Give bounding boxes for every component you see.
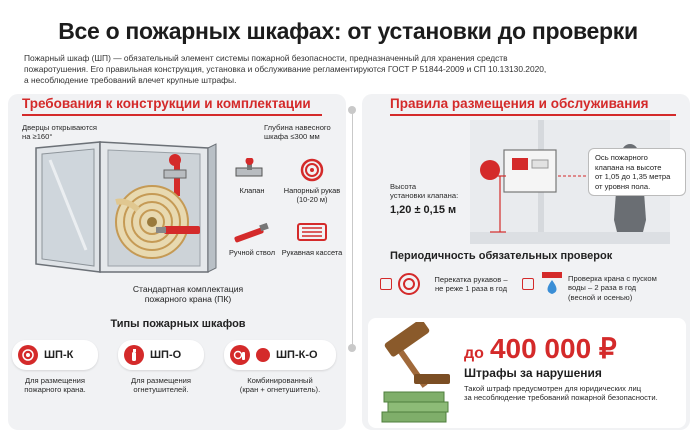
components-grid: Клапан Напорный рукав (10-20 м) Ручной с…	[224, 157, 344, 278]
height-value: 1,20 ± 0,15 м	[390, 203, 457, 216]
kit-caption: Стандартная комплектация пожарного крана…	[132, 284, 244, 305]
page-title: Все о пожарных шкафах: от установки до п…	[58, 18, 638, 44]
hose-reel-icon	[297, 223, 327, 241]
extinguisher-icon	[124, 345, 144, 365]
component-hose-reel: Рукавная кассета	[280, 220, 344, 258]
component-hose: Напорный рукав (10-20 м)	[280, 158, 344, 204]
intro-line: Пожарный шкаф (ШП) — обязательный элемен…	[24, 53, 508, 63]
section-underline	[22, 114, 322, 116]
water-drop-icon	[542, 272, 562, 294]
fine-note: Такой штраф предусмотрен для юридических…	[464, 384, 658, 403]
nozzle-icon	[234, 222, 269, 243]
placement-section-title: Правила размещения и обслуживания	[390, 96, 649, 111]
type-desc-shp-k: Для размещения пожарного крана.	[24, 376, 86, 395]
valve-icon	[235, 157, 263, 177]
check-icon	[380, 278, 392, 290]
combined-icon	[230, 345, 250, 365]
fine-value: 400 000 ₽	[489, 333, 617, 364]
type-code: ШП-К	[44, 349, 74, 361]
fine-label: Штрафы за нарушения	[464, 366, 602, 380]
type-card-shp-o[interactable]: ШП-О	[118, 340, 204, 370]
type-desc-shp-k-o: Комбинированный (кран + огнетушитель).	[239, 376, 321, 395]
section-underline	[390, 114, 676, 116]
hose-roll-icon	[398, 273, 420, 295]
check-text-rolling: Перекатка рукавов – не реже 1 раза в год	[434, 275, 508, 294]
type-card-shp-k[interactable]: ШП-К	[12, 340, 98, 370]
types-title: Типы пожарных шкафов	[110, 318, 246, 330]
intro-line: а несоблюдение требований влечет крупные…	[24, 75, 237, 85]
doors-label: Дверцы открываются на ≥160°	[22, 123, 97, 142]
check-icon	[522, 278, 534, 290]
type-desc-shp-o: Для размещения огнетушителей.	[130, 376, 192, 395]
valve-axis-icon	[480, 160, 500, 180]
construction-section-title: Требования к конструкции и комплектации	[22, 96, 311, 111]
type-code: ШП-О	[150, 349, 182, 361]
type-code: ШП-К-О	[276, 349, 318, 361]
fire-hose-icon	[18, 345, 38, 365]
component-nozzle: Ручной ствол	[224, 220, 280, 258]
depth-label: Глубина навесного шкафа ≤300 мм	[264, 123, 331, 142]
valve-height-callout: Ось пожарного клапана на высоте от 1,05 …	[588, 148, 686, 197]
fine-amount: до 400 000 ₽	[464, 332, 617, 365]
fire-cabinet-illustration	[35, 141, 217, 273]
intro-line: пожаротушения. Его правильная конструкци…	[24, 64, 547, 74]
connector-dot	[348, 106, 356, 114]
checks-title: Периодичность обязательных проверок	[390, 250, 613, 262]
gavel-icon	[381, 322, 450, 423]
check-text-water: Проверка крана с пуском воды – 2 раза в …	[568, 274, 657, 302]
type-card-shp-k-o[interactable]: ШП-К-О	[224, 340, 336, 370]
component-valve: Клапан	[224, 157, 280, 196]
intro-text: Пожарный шкаф (ШП) — обязательный элемен…	[24, 53, 624, 86]
panel-connector	[352, 112, 353, 348]
height-label: Высота установки клапана: 1,20 ± 0,15 м	[390, 182, 459, 216]
extinguisher-small-icon	[256, 348, 270, 362]
hose-icon	[300, 158, 324, 182]
connector-dot	[348, 344, 356, 352]
fine-prefix: до	[464, 345, 484, 362]
